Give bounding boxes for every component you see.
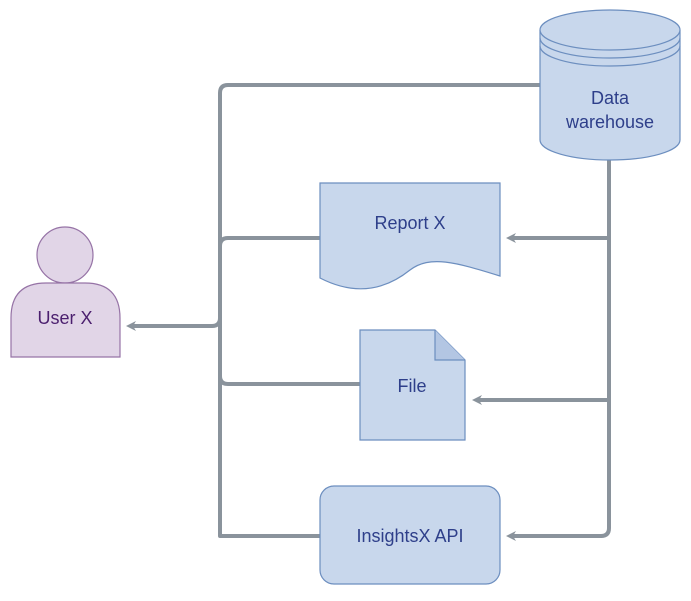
user-body-icon xyxy=(10,282,121,358)
report-node[interactable]: Report X xyxy=(319,182,501,290)
cylinder-body xyxy=(539,30,681,161)
warehouse-label-line2: warehouse xyxy=(565,112,654,132)
page-fold xyxy=(434,330,465,361)
user-node[interactable]: User X xyxy=(10,226,121,358)
warehouse-label-line1: Data xyxy=(591,88,630,108)
document-shape xyxy=(319,182,501,290)
report-label: Report X xyxy=(374,213,445,233)
edge-warehouse-user xyxy=(218,83,542,538)
edge-report-user xyxy=(218,236,322,248)
connectors xyxy=(126,83,611,541)
api-label: InsightsX API xyxy=(356,526,463,546)
file-node[interactable]: File xyxy=(359,329,466,441)
data-warehouse-node[interactable]: Data warehouse xyxy=(539,9,681,161)
warehouse-trunk xyxy=(599,158,611,538)
cylinder-ring-1 xyxy=(539,37,681,59)
api-node[interactable]: InsightsX API xyxy=(319,485,501,585)
file-label: File xyxy=(397,376,426,396)
cylinder-top xyxy=(539,9,681,51)
api-box xyxy=(319,485,501,585)
edge-file-user xyxy=(218,374,362,386)
user-head-icon xyxy=(36,226,94,284)
cylinder-ring-2 xyxy=(539,45,681,67)
edge-merge-user xyxy=(126,316,222,331)
user-label: User X xyxy=(37,308,92,328)
